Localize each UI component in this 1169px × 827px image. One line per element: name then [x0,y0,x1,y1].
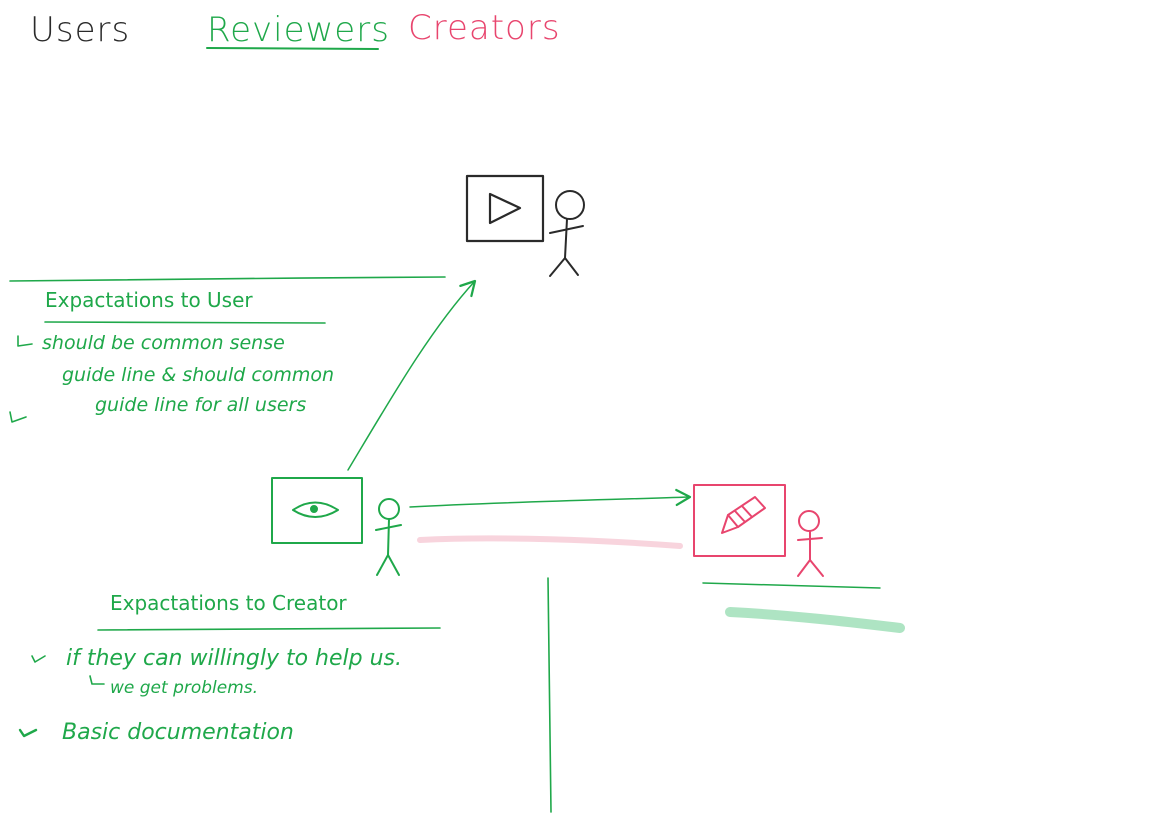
reviewer-eye-box [271,477,363,544]
title-creators: Creators [408,8,561,48]
title-reviewers: Reviewers [207,10,390,50]
user-video-box [465,174,545,243]
user-expectations-heading: Expactations to User [45,288,253,312]
creator-heading-underline [97,627,441,631]
user-expectations-frame [9,276,446,282]
pink-smudge [417,535,683,549]
divider-line [547,577,552,813]
reviewer-to-user-arrow [347,279,477,471]
creator-expectation-item: Basic documentation [62,720,294,745]
reviewer-to-creator-arrow [409,488,692,508]
check-icon [89,675,105,685]
user-expectation-item: guide line & should common [62,364,335,386]
user-expectation-item: guide line for all users [95,394,307,416]
play-icon [488,192,522,225]
green-smudge [725,607,905,633]
check-icon [17,335,33,347]
eye-icon [292,501,339,518]
check-icon [18,728,38,738]
user-expectation-item: should be common sense [42,332,285,354]
reviewer-stick-figure [375,498,402,576]
creator-expectation-item: we get problems. [110,678,259,698]
creator-pencil-box [693,484,786,557]
title-users: Users [30,10,131,50]
check-icon [9,411,27,423]
user-stick-figure [549,190,585,277]
reviewers-underline [206,47,379,50]
creator-expectations-heading: Expactations to Creator [110,591,347,615]
creator-expectation-item: if they can willingly to help us. [66,646,402,671]
pencil-icon [721,496,766,534]
user-heading-underline [44,321,326,324]
check-icon [31,655,46,663]
creator-stick-figure [797,510,824,577]
creator-underline [702,582,881,589]
